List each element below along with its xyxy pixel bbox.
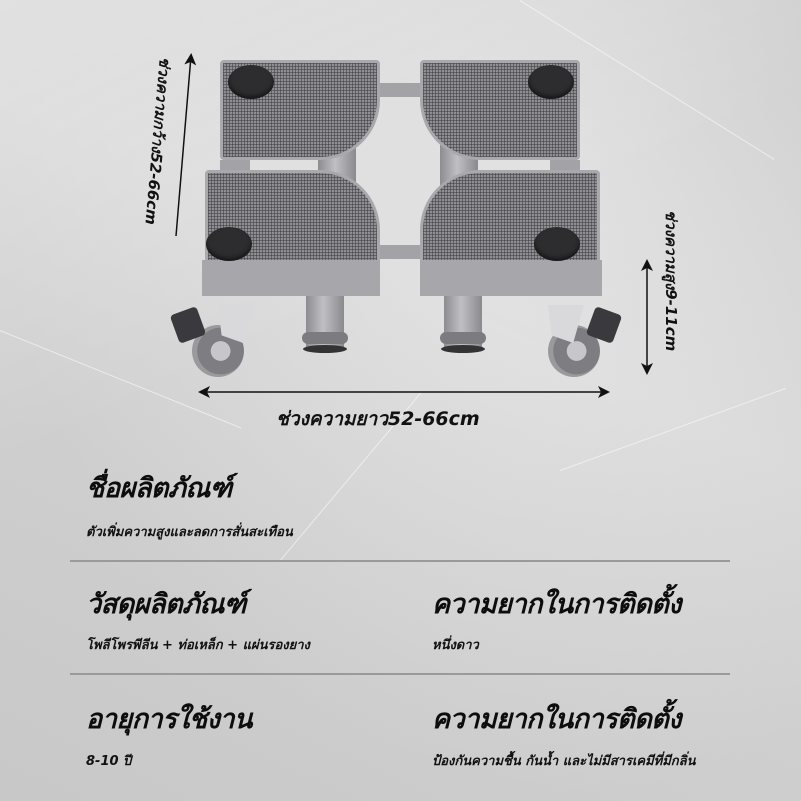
- product-image: [150, 55, 650, 385]
- frame-skirt: [202, 260, 380, 296]
- divider: [70, 560, 730, 562]
- material-value: โพลีโพรพีลีน + ท่อเหล็ก + แผ่นรองยาง: [86, 638, 310, 653]
- install-difficulty-value: หนึ่งดาว: [432, 638, 479, 653]
- rubber-pad: [534, 227, 580, 261]
- lifespan-value: 8-10 ปี: [86, 754, 132, 769]
- frame-bar: [375, 83, 425, 97]
- leg: [440, 290, 486, 350]
- features-title: ความยากในการติดตั้ง: [432, 704, 681, 735]
- leg-foot: [441, 345, 485, 353]
- features-value: ป้องกันความชื้น กันน้ำ และไม่มีสารเคมีที…: [432, 754, 696, 769]
- rubber-pad: [528, 65, 574, 99]
- length-dimension-label: ช่วงความยาว52-66cm: [276, 408, 480, 430]
- install-difficulty-title: ความยากในการติดตั้ง: [432, 589, 681, 620]
- divider: [70, 673, 730, 675]
- height-dimension-label: ช่วงความสูง9-11cm: [662, 210, 680, 352]
- leg: [302, 290, 348, 350]
- frame-skirt: [420, 260, 602, 296]
- frame-bar: [375, 245, 425, 259]
- rubber-pad: [206, 227, 252, 261]
- lifespan-title: อายุการใช้งาน: [86, 704, 253, 735]
- material-title: วัสดุผลิตภัณฑ์: [86, 589, 246, 620]
- leg-foot: [303, 345, 347, 353]
- product-name-value: ตัวเพิ่มความสูงและลดการสั่นสะเทือน: [86, 525, 293, 540]
- rubber-pad: [228, 65, 274, 99]
- product-name-title: ชื่อผลิตภัณฑ์: [86, 473, 232, 504]
